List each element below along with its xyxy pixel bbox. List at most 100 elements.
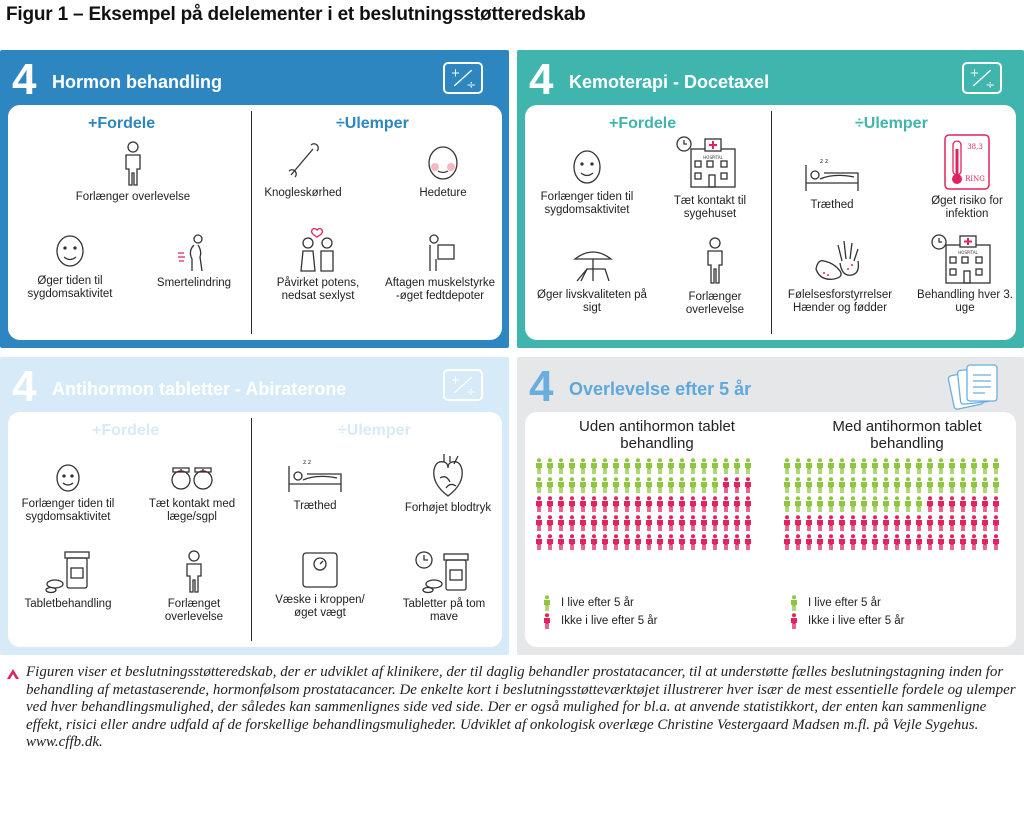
person-alive-icon: [817, 496, 823, 512]
person-dead-icon: [657, 534, 663, 550]
smiling-face-icon: [56, 235, 84, 267]
person-dead-icon: [850, 534, 856, 550]
person-dead-icon: [701, 534, 707, 550]
person-dead-icon: [635, 515, 641, 531]
person-dead-icon: [591, 496, 597, 512]
person-dead-icon: [668, 534, 674, 550]
heart-icon: [433, 454, 463, 497]
person-dead-icon: [646, 534, 652, 550]
person-dead-icon: [613, 496, 619, 512]
person-dead-icon: [817, 515, 823, 531]
person-dead-icon: [690, 515, 696, 531]
person-dead-icon: [839, 515, 845, 531]
person-alive-icon: [795, 458, 801, 474]
person-dead-icon: [690, 496, 696, 512]
person-alive-icon: [784, 458, 790, 474]
person-alive-icon: [861, 496, 867, 512]
card-title: Overlevelse efter 5 år: [569, 379, 752, 399]
legend-alive: I live efter 5 år: [543, 595, 634, 611]
person-alive-icon: [624, 477, 630, 493]
plus-minus-icon: +÷: [443, 62, 483, 94]
person-alive-icon: [949, 458, 955, 474]
person-alive-icon: [795, 496, 801, 512]
person-dead-icon: [745, 515, 751, 531]
con-item: Påvirket potens, nedsat sexlyst: [258, 227, 378, 303]
person-dead-icon: [872, 515, 878, 531]
person-dead-icon: [635, 534, 641, 550]
person-alive-icon: [817, 477, 823, 493]
person-dead-icon: [602, 534, 608, 550]
person-alive-icon: [806, 458, 812, 474]
figure-title: Figur 1 – Eksempel på delelementer i et …: [6, 4, 586, 25]
person-alive-icon: [734, 458, 740, 474]
person-dead-icon: [712, 534, 718, 550]
person-dead-icon: [971, 496, 977, 512]
pros-heading: +Fordele: [88, 115, 156, 132]
svg-text:RING: RING: [965, 175, 985, 183]
person-dead-icon: [938, 515, 944, 531]
person-alive-icon: [784, 477, 790, 493]
pros-cons-panel: +Fordele ÷Ulemper Forlænger tiden til sy…: [8, 412, 502, 647]
person-alive-icon: [905, 477, 911, 493]
person-alive-icon: [613, 458, 619, 474]
person-dead-icon: [861, 534, 867, 550]
person-dead-icon: [971, 534, 977, 550]
person-alive-icon: [916, 477, 922, 493]
legend-dead-label: Ikke i live efter 5 år: [561, 615, 658, 627]
person-dead-icon: [723, 496, 729, 512]
person-dead-icon: [679, 534, 685, 550]
person-dead-icon: [734, 534, 740, 550]
person-dead-icon: [569, 534, 575, 550]
person-dead-icon: [949, 515, 955, 531]
documents-icon: [947, 364, 998, 410]
person-dead-icon: [712, 496, 718, 512]
person-icon: [791, 613, 797, 629]
caption-text: Figuren viser et beslutningsstøtteredska…: [26, 664, 1016, 750]
person-dead-icon: [982, 515, 988, 531]
person-alive-icon: [905, 496, 911, 512]
person-alive-icon: [558, 477, 564, 493]
person-alive-icon: [806, 477, 812, 493]
person-alive-icon: [982, 477, 988, 493]
person-dead-icon: [960, 496, 966, 512]
person-dead-icon: [734, 477, 740, 493]
person-alive-icon: [690, 458, 696, 474]
person-alive-icon: [872, 458, 878, 474]
cons-heading: ÷Ulemper: [338, 422, 411, 439]
person-dead-icon: [993, 515, 999, 531]
person-alive-icon: [646, 477, 652, 493]
person-dead-icon: [828, 534, 834, 550]
person-alive-icon: [635, 477, 641, 493]
person-dead-icon: [668, 515, 674, 531]
person-alive-icon: [701, 458, 707, 474]
smiling-face-icon: [56, 464, 80, 492]
card-kemoterapi: 4 Kemoterapi - Docetaxel +÷ +Fordele ÷Ul…: [517, 50, 1024, 348]
beach-chair-icon: [573, 251, 613, 282]
person-alive-icon: [580, 458, 586, 474]
man-standing-icon: [186, 550, 202, 593]
person-dead-icon: [828, 515, 834, 531]
person-dead-icon: [536, 534, 542, 550]
group-title-with: Med antihormon tablet behandling: [832, 418, 982, 452]
card-title: Hormon behandling: [52, 72, 222, 92]
card-antihormon: 4 Antihormon tabletter - Abiraterone +÷ …: [0, 357, 509, 655]
person-dead-icon: [712, 515, 718, 531]
person-alive-icon: [894, 458, 900, 474]
cons-heading: ÷Ulemper: [336, 115, 409, 132]
person-alive-icon: [894, 496, 900, 512]
person-dead-icon: [745, 534, 751, 550]
person-dead-icon: [850, 515, 856, 531]
person-dead-icon: [547, 515, 553, 531]
person-alive-icon: [547, 458, 553, 474]
person-alive-icon: [558, 458, 564, 474]
svg-text:z z: z z: [820, 158, 828, 165]
person-dead-icon: [784, 515, 790, 531]
person-alive-icon: [806, 496, 812, 512]
pro-item: Forlænger overlevelse: [58, 141, 208, 204]
person-dead-icon: [723, 477, 729, 493]
person-dead-icon: [806, 515, 812, 531]
person-alive-icon: [982, 458, 988, 474]
person-dead-icon: [745, 477, 751, 493]
person-alive-icon: [635, 458, 641, 474]
